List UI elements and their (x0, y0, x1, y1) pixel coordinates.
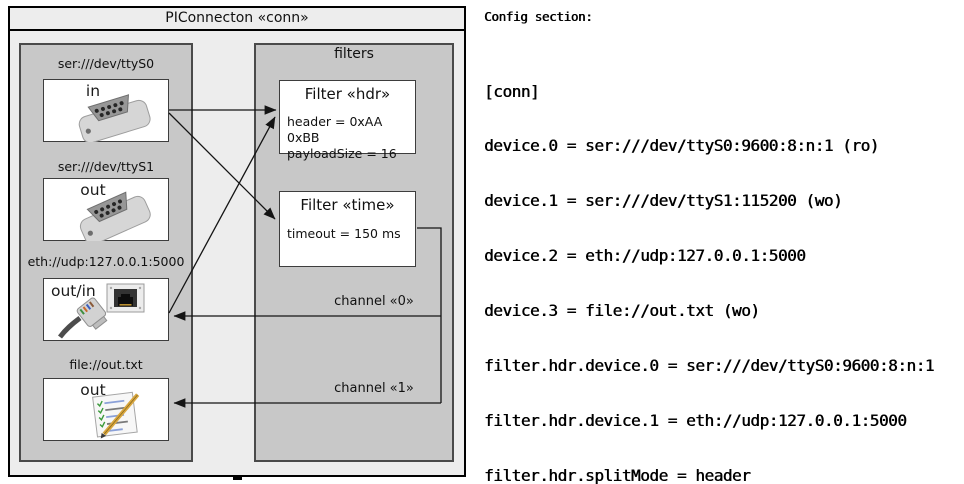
filter-time-box: Filter «time» timeout = 150 ms (279, 191, 416, 267)
filter-time-property: timeout = 150 ms (287, 226, 401, 241)
device-box-ttys0: in (43, 79, 169, 142)
filter-hdr-property: payloadSize = 16 (287, 146, 397, 161)
config-line: device.3 = file://out.txt (wo) (484, 301, 760, 321)
ethernet-port-icon (106, 283, 145, 313)
config-line: filter.hdr.device.1 = eth://udp:127.0.0.… (484, 410, 907, 430)
title-separator (10, 29, 464, 31)
diagram-title: PIConnecton «conn» (165, 10, 309, 26)
device-box-eth: out/in (43, 278, 169, 341)
border-tick (233, 476, 242, 480)
device-label-ttys0: ser:///dev/ttyS0 (57, 56, 155, 71)
serial-connector-icon (79, 191, 151, 241)
device-box-ttys1: out (43, 178, 169, 241)
channel-1-label: channel «1» (334, 381, 414, 396)
device-box-file: out (43, 378, 169, 441)
filter-hdr-title: Filter «hdr» (304, 85, 391, 103)
filter-hdr-property: header = 0xAA 0xBB (287, 114, 383, 145)
config-line: device.2 = eth://udp:127.0.0.1:5000 (484, 246, 806, 266)
filter-time-title: Filter «time» (300, 196, 395, 214)
filters-group-title: filters (334, 46, 374, 62)
config-section-title: Config section: (484, 9, 593, 24)
config-lines: [conn] device.0 = ser:///dev/ttyS0:9600:… (484, 46, 962, 484)
device-label-file: file://out.txt (69, 357, 143, 372)
channel-0-label: channel «0» (334, 294, 414, 309)
device-label-eth: eth://udp:127.0.0.1:5000 (27, 254, 185, 269)
device-mode: out/in (51, 282, 96, 300)
device-mode: in (85, 82, 101, 100)
config-line: [conn] (484, 81, 540, 101)
config-line: filter.hdr.splitMode = header (484, 465, 751, 484)
ethernet-cable-icon (58, 297, 108, 339)
device-label-ttys1: ser:///dev/ttyS1 (57, 159, 155, 174)
filter-hdr-box: Filter «hdr» header = 0xAA 0xBB payloadS… (279, 80, 416, 161)
config-line: device.1 = ser:///dev/ttyS1:115200 (wo) (484, 191, 843, 211)
config-line: device.0 = ser:///dev/ttyS0:9600:8:n:1 (… (484, 136, 879, 156)
device-mode: out (80, 381, 106, 399)
config-line: filter.hdr.device.0 = ser:///dev/ttyS0:9… (484, 356, 934, 376)
device-mode: out (80, 181, 106, 199)
serial-connector-icon (78, 94, 151, 142)
notepad-pencil-icon (92, 391, 140, 439)
